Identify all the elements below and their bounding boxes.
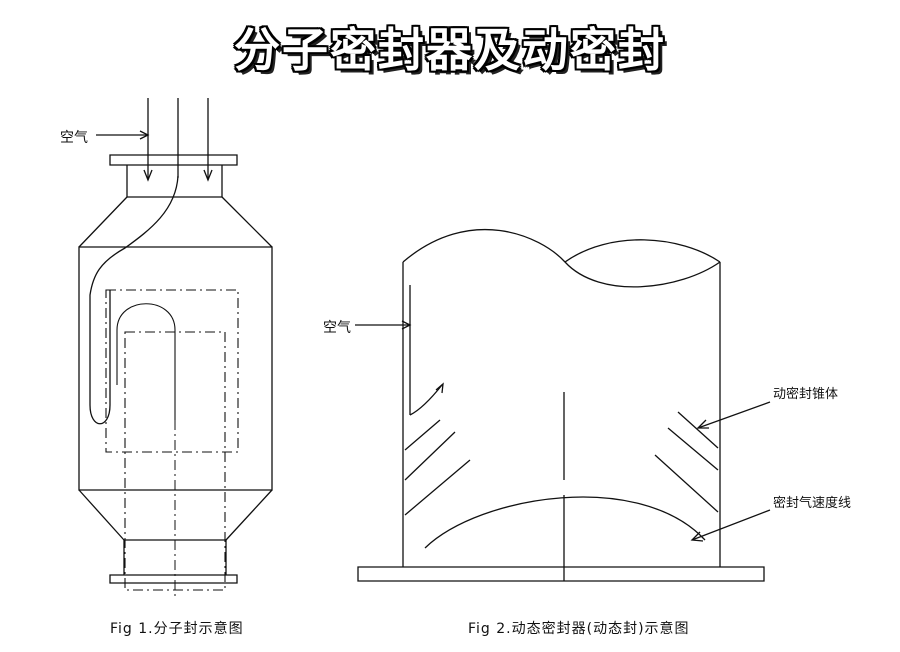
fig2-hatch-right-3 <box>655 455 718 512</box>
fig2-cone-label: 动密封锥体 <box>773 387 839 402</box>
fig1-caption: Fig 1.分子封示意图 <box>110 621 244 637</box>
fig1-air-arrow <box>140 131 148 139</box>
fig1-inlet-arrow-left <box>144 170 152 180</box>
fig2-dynamic-seal <box>355 230 770 581</box>
page-title: 分子密封器及动密封 <box>234 23 666 77</box>
fig2-velocity-curve <box>425 497 705 548</box>
fig1-flow-path-outer <box>90 176 178 424</box>
fig1-molecular-seal <box>79 98 272 600</box>
fig1-top-flange <box>110 155 237 165</box>
fig2-air-label: 空气 <box>323 320 351 336</box>
fig2-top-wave-front <box>403 230 720 287</box>
fig1-flow-path-inner <box>117 304 175 420</box>
fig2-caption: Fig 2.动态密封器(动态封)示意图 <box>468 621 690 637</box>
fig1-outer-baffle <box>106 290 238 452</box>
fig2-cone-leader-arrow <box>698 420 709 428</box>
fig1-lower-cone-left <box>79 490 124 540</box>
fig1-lower-cone-right <box>226 490 272 540</box>
fig2-hatch-left-2 <box>405 432 455 480</box>
fig2-hatch-right-1 <box>678 412 718 448</box>
fig1-inlet-arrow-right <box>204 170 212 180</box>
fig2-cone-leader <box>698 402 770 428</box>
fig1-bottom-flange <box>110 575 237 583</box>
fig2-air-flow-curl <box>410 385 442 415</box>
fig2-curve-label: 密封气速度线 <box>773 496 852 511</box>
fig2-top-wave-back <box>565 240 720 262</box>
fig2-hatch-right-2 <box>668 428 718 470</box>
fig2-air-flow-arrow <box>436 384 443 393</box>
fig2-hatch-left-1 <box>405 420 440 450</box>
fig2-curve-leader-arrow <box>692 532 703 541</box>
fig2-air-arrow <box>402 321 410 329</box>
fig2-base-plate <box>358 567 764 581</box>
fig1-air-label: 空气 <box>60 130 88 146</box>
fig1-upper-cone-right <box>222 197 272 247</box>
fig2-hatch-left-3 <box>405 460 470 515</box>
fig2-curve-leader <box>692 510 770 540</box>
fig1-upper-cone-left <box>79 197 127 247</box>
